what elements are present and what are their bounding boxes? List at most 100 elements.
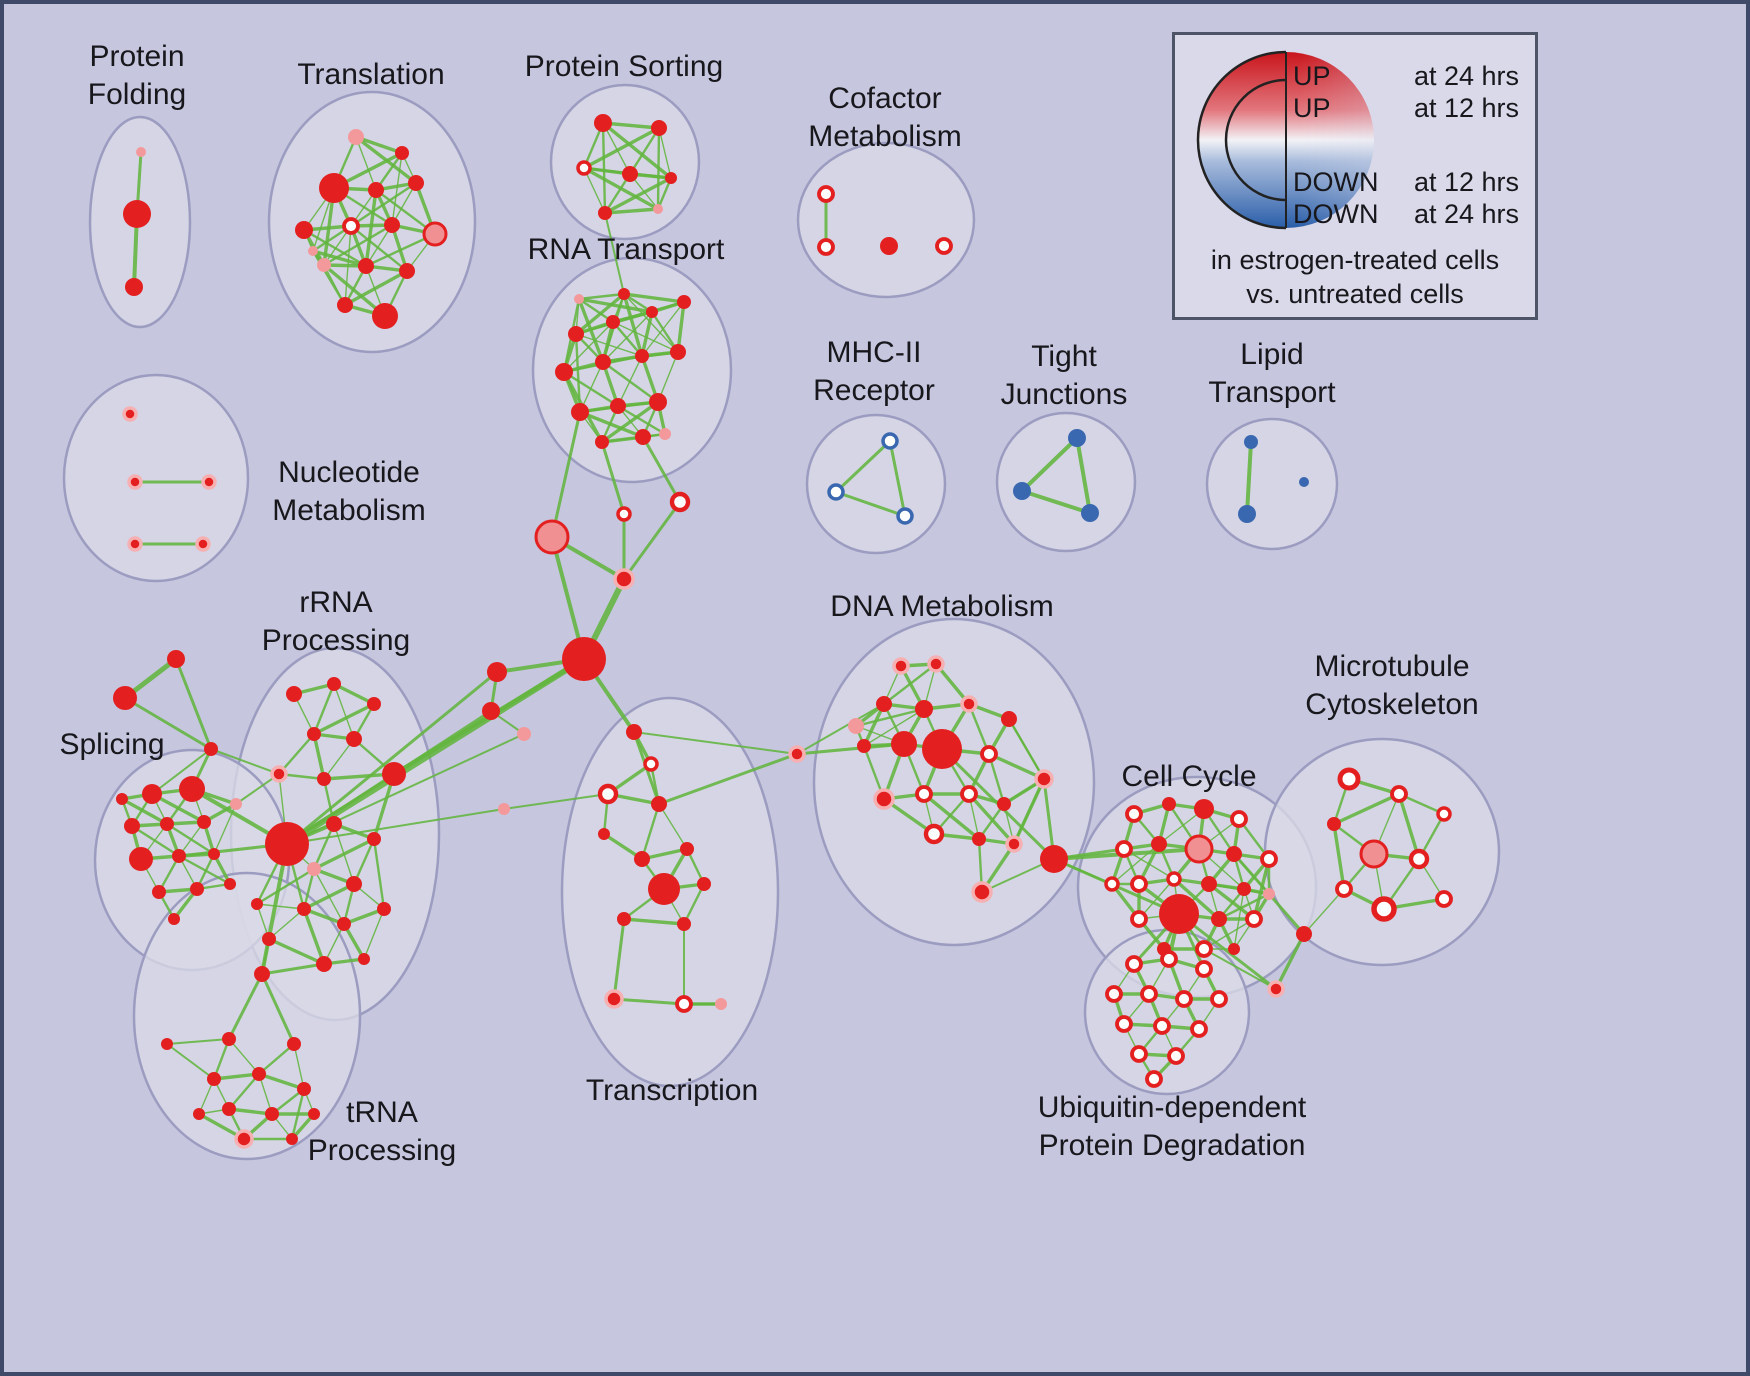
network-node (915, 700, 933, 718)
network-edge (578, 410, 645, 439)
network-edge (550, 410, 582, 539)
cluster-label-microtubule-cytoskeleton: Microtubule (1314, 650, 1469, 683)
network-node (597, 783, 619, 805)
cluster-label-mhc-ii-receptor: MHC-II (827, 336, 922, 369)
network-edge (151, 748, 212, 795)
network-edge (604, 212, 625, 295)
network-node (1201, 876, 1217, 892)
network-node (1167, 1047, 1185, 1065)
legend-direction: UP (1293, 93, 1331, 123)
network-node (997, 797, 1011, 811)
network-edge (1245, 440, 1253, 516)
network-node (1371, 896, 1397, 922)
network-edge (601, 360, 660, 404)
network-edge (332, 682, 376, 706)
network-node (382, 762, 406, 786)
network-edge (364, 232, 437, 268)
network-node (635, 349, 649, 363)
network-node (193, 1108, 205, 1120)
network-node (857, 739, 871, 753)
network-edge (302, 882, 356, 911)
network-node (622, 166, 638, 182)
network-edge (967, 792, 1016, 846)
network-node (190, 882, 204, 896)
network-edge (1020, 489, 1092, 515)
network-edge (1303, 888, 1345, 935)
network-edge (583, 167, 606, 214)
cluster-mhc-ii-receptor (805, 413, 947, 555)
network-node (307, 862, 321, 876)
cluster-label-tight-junctions: Tight (1031, 340, 1097, 373)
network-node (594, 114, 612, 132)
network-node (1390, 785, 1408, 803)
network-node (1104, 876, 1120, 892)
network-node (1081, 504, 1099, 522)
cluster-cofactor-metabolism (796, 141, 976, 299)
cluster-lipid-transport (1205, 417, 1339, 551)
network-node (346, 876, 362, 892)
network-node (316, 956, 332, 972)
network-node (129, 847, 153, 871)
network-node (1244, 435, 1258, 449)
network-node (127, 536, 143, 552)
network-node (817, 185, 835, 203)
network-node (337, 917, 351, 931)
network-edge (227, 1107, 274, 1116)
cluster-label-protein-folding: Folding (88, 78, 186, 111)
network-edge (178, 821, 205, 857)
network-edge (354, 135, 404, 155)
network-node (1267, 980, 1285, 998)
network-edge (600, 400, 660, 444)
network-edge (166, 1038, 230, 1045)
network-edge (863, 708, 925, 747)
network-node (372, 303, 398, 329)
network-node (1195, 940, 1213, 958)
network-edge (601, 121, 607, 215)
network-edge (612, 997, 686, 1006)
network-node (649, 393, 667, 411)
network-edge (227, 972, 264, 1041)
network-node (697, 877, 711, 891)
network-node (617, 912, 631, 926)
legend-outer-ring-arc (1196, 50, 1287, 230)
network-edge (622, 917, 686, 926)
network-node (1013, 482, 1031, 500)
network-node (1210, 990, 1228, 1008)
network-node (1130, 875, 1148, 893)
cluster-label-cofactor-metabolism: Cofactor (828, 82, 941, 115)
network-edge (260, 962, 326, 976)
network-node (204, 742, 218, 756)
network-node (286, 686, 302, 702)
network-edge (255, 867, 316, 906)
network-edge (622, 500, 682, 581)
cluster-label-lipid-transport: Lipid (1240, 338, 1303, 371)
network-edge (311, 249, 368, 268)
network-edge (166, 1043, 215, 1080)
network-node (680, 842, 694, 856)
network-node (207, 1072, 221, 1086)
network-node (307, 727, 321, 741)
network-edge (1207, 882, 1256, 921)
network-node (670, 344, 686, 360)
network-node (922, 729, 962, 769)
network-edge (365, 224, 393, 267)
network-node (643, 756, 659, 772)
cluster-label-protein-sorting: Protein Sorting (525, 50, 723, 83)
network-edge (623, 293, 679, 353)
network-edge (256, 903, 305, 910)
network-node (715, 998, 727, 1010)
network-edge (293, 1043, 305, 1090)
network-node (1145, 1070, 1163, 1088)
network-edge (302, 907, 346, 926)
network-node (677, 917, 691, 931)
network-node (626, 724, 642, 740)
network-node (395, 146, 409, 160)
network-node (317, 772, 331, 786)
network-node (1130, 1045, 1148, 1063)
network-edge (123, 696, 213, 751)
network-node (827, 483, 845, 501)
network-node (337, 297, 353, 313)
network-node (327, 677, 341, 691)
network-node (1237, 882, 1251, 896)
